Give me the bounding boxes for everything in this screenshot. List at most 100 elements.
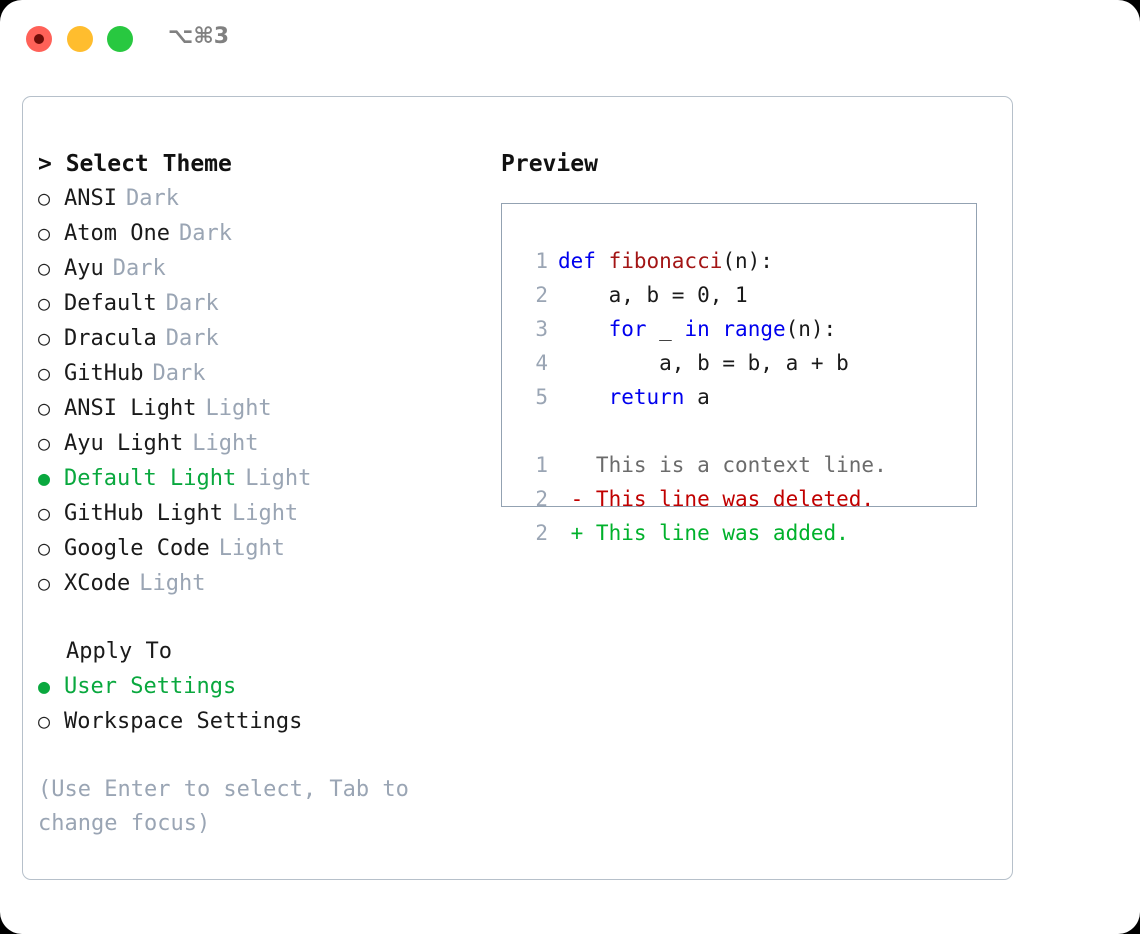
section-spacer (38, 601, 468, 635)
code-diff-spacer (514, 414, 976, 448)
diff-line-text: + This line was added. (558, 521, 849, 545)
theme-variant-tag: Light (231, 501, 299, 526)
theme-option-2[interactable]: ○ Ayu Dark (38, 251, 468, 286)
code-token: in (684, 317, 710, 341)
code-token (558, 380, 609, 414)
code-line: 1 def fibonacci(n): (514, 244, 976, 278)
preview-heading: Preview (501, 151, 598, 177)
theme-variant-tag: Dark (112, 256, 166, 281)
theme-option-label: Default (64, 291, 157, 316)
theme-option-10[interactable]: ○ Google Code Light (38, 531, 468, 566)
theme-option-7[interactable]: ○ Ayu Light Light (38, 426, 468, 461)
radio-unselected-icon: ○ (38, 221, 51, 245)
theme-variant-tag: Light (218, 536, 285, 561)
code-line: 4 a, b = b, a + b (514, 346, 976, 380)
theme-option-5[interactable]: ○ GitHub Dark (38, 356, 468, 391)
radio-unselected-icon: ○ (38, 431, 51, 455)
theme-option-label: Dracula (64, 326, 157, 351)
diff-line: 2 + This line was added. (514, 516, 976, 550)
theme-variant-tag: Dark (125, 186, 179, 211)
code-token: for (608, 317, 647, 341)
radio-unselected-icon: ○ (38, 186, 51, 210)
theme-option-label: ANSI (64, 186, 117, 211)
code-line: 2 a, b = 0, 1 (514, 278, 976, 312)
radio-unselected-icon: ○ (38, 501, 51, 525)
theme-option-label: Ayu Light (64, 431, 184, 456)
theme-option-label: XCode (64, 571, 131, 596)
code-line-number: 5 (535, 385, 548, 409)
code-line-number: 2 (535, 283, 548, 307)
theme-option-9[interactable]: ○ GitHub Light Light (38, 496, 468, 531)
theme-option-11[interactable]: ○ XCode Light (38, 566, 468, 601)
code-token: def (558, 249, 609, 273)
diff-sample: 1 This is a context line.2 - This line w… (514, 448, 976, 550)
theme-option-0[interactable]: ○ ANSI Dark (38, 181, 468, 216)
radio-selected-icon: ● (38, 466, 51, 490)
radio-unselected-icon: ○ (38, 291, 51, 315)
close-window-button[interactable] (26, 26, 52, 52)
radio-unselected-icon: ○ (38, 361, 51, 385)
code-token: (n): (722, 249, 773, 273)
diff-line-text: This is a context line. (558, 453, 887, 477)
code-token: (n): (785, 317, 837, 341)
radio-unselected-icon: ○ (38, 709, 51, 733)
maximize-window-button[interactable] (107, 26, 133, 52)
radio-unselected-icon: ○ (38, 536, 51, 560)
apply-to-option-label: User Settings (64, 674, 237, 699)
radio-unselected-icon: ○ (38, 256, 51, 280)
radio-unselected-icon: ○ (38, 396, 51, 420)
apply-to-option-label: Workspace Settings (64, 709, 303, 734)
theme-variant-tag: Dark (165, 326, 219, 351)
diff-line: 2 - This line was deleted. (514, 482, 976, 516)
code-line: 3 for _ in range(n): (514, 312, 976, 346)
theme-variant-tag: Light (205, 396, 272, 421)
theme-variant-tag: Dark (165, 291, 219, 316)
theme-option-label: GitHub (64, 361, 144, 386)
theme-option-label: GitHub Light (64, 501, 223, 526)
theme-option-label: Default Light (64, 466, 237, 491)
diff-line: 1 This is a context line. (514, 448, 976, 482)
code-token (710, 312, 723, 346)
theme-variant-tag: Light (245, 466, 312, 491)
apply-to-option-0[interactable]: ●User Settings (38, 669, 468, 704)
theme-option-6[interactable]: ○ ANSI Light Light (38, 391, 468, 426)
theme-option-label: Ayu (64, 256, 104, 281)
theme-option-label: ANSI Light (64, 396, 197, 421)
code-line-number: 1 (535, 249, 548, 273)
keyboard-hint-text: (Use Enter to select, Tab to change focu… (38, 777, 409, 836)
diff-line-number: 1 (535, 453, 548, 477)
code-token: fibonacci (608, 249, 723, 273)
code-line-number: 3 (535, 317, 548, 341)
theme-variant-tag: Dark (178, 221, 232, 246)
code-line: 5 return a (514, 380, 976, 414)
radio-unselected-icon: ○ (38, 571, 51, 595)
theme-option-3[interactable]: ○ Default Dark (38, 286, 468, 321)
diff-line-number: 2 (535, 487, 548, 511)
apply-to-option-list[interactable]: ●User Settings ○ Workspace Settings (38, 669, 468, 739)
code-token: range (722, 317, 786, 341)
diff-line-number: 2 (535, 521, 548, 545)
theme-option-8[interactable]: ● Default Light Light (38, 461, 468, 496)
theme-option-label: Atom One (64, 221, 170, 246)
theme-variant-tag: Light (192, 431, 259, 456)
title-bar: ⌥⌘3 (0, 0, 1140, 78)
theme-option-label: Google Code (64, 536, 210, 561)
code-token: a (684, 385, 710, 409)
theme-variant-tag: Light (139, 571, 206, 596)
minimize-window-button[interactable] (67, 26, 93, 52)
theme-option-1[interactable]: ○ Atom One Dark (38, 216, 468, 251)
theme-variant-tag: Dark (152, 361, 206, 386)
diff-line-text: - This line was deleted. (558, 487, 875, 511)
code-token (558, 312, 609, 346)
code-token: return (608, 385, 685, 409)
select-theme-heading: > Select Theme (38, 151, 232, 177)
apply-to-option-1[interactable]: ○ Workspace Settings (38, 704, 468, 739)
